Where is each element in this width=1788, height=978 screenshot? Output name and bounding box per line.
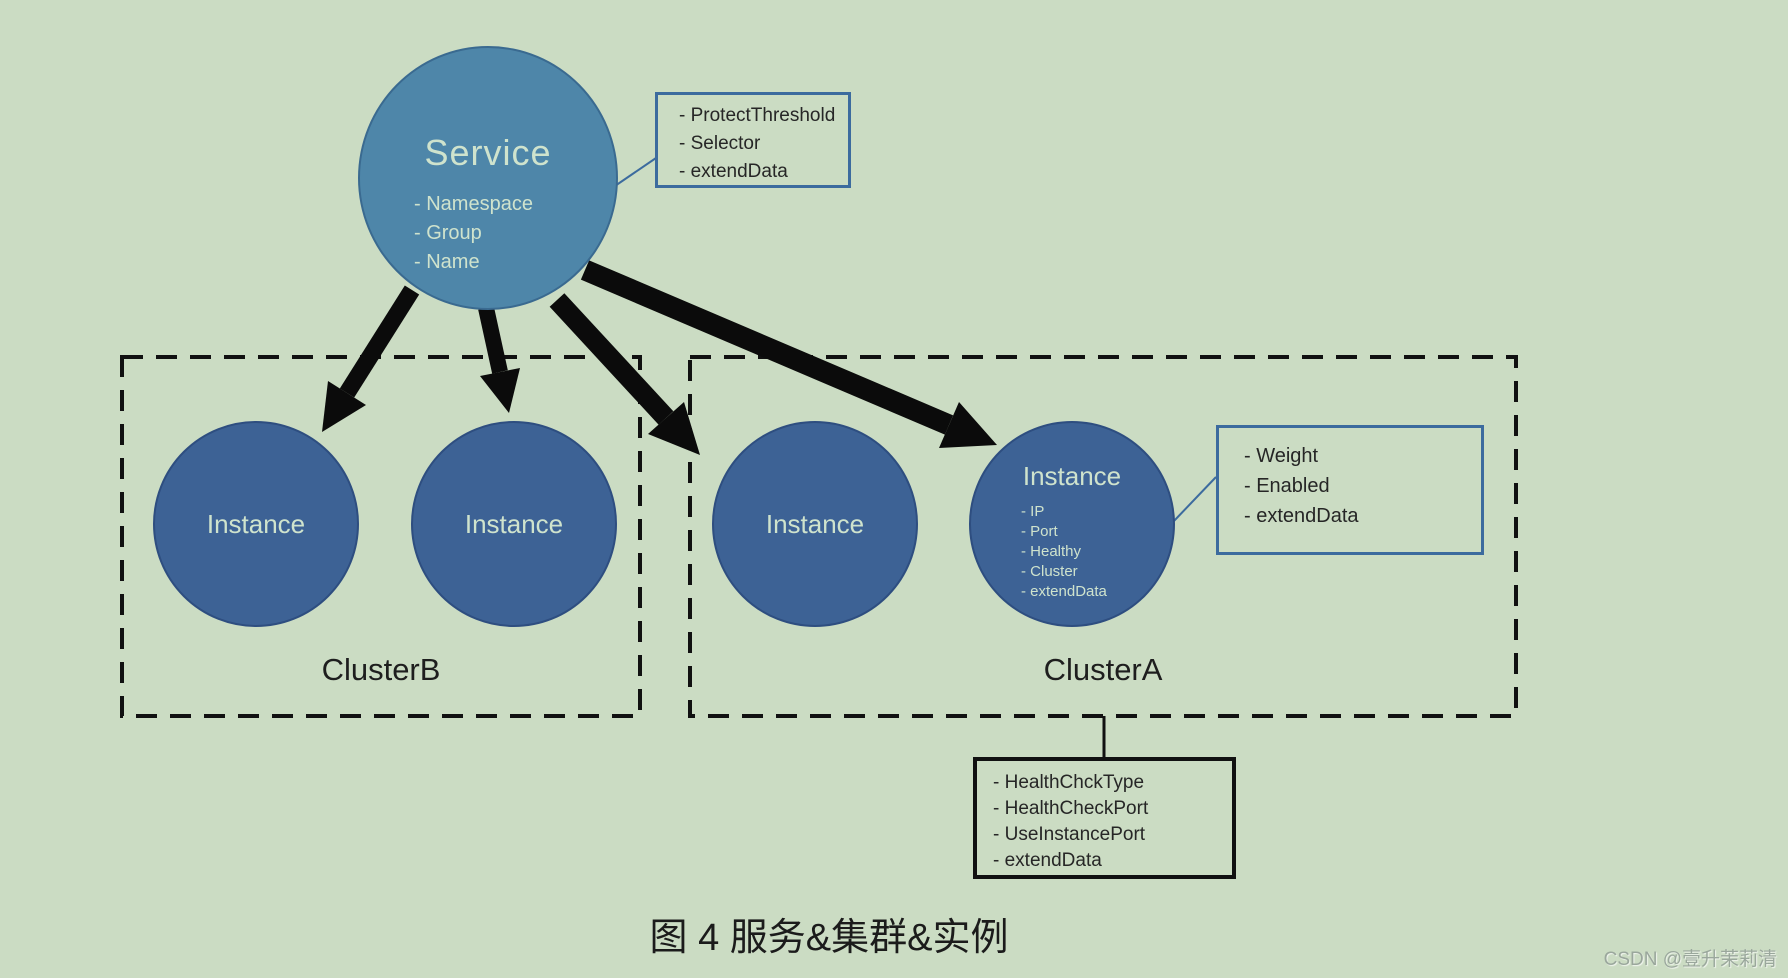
instance-callout-item: - Weight: [1244, 445, 1319, 467]
figure-caption: 图 4 服务&集群&实例: [649, 917, 1009, 959]
service-title: Service: [424, 132, 552, 173]
instance-label: Instance: [206, 508, 306, 539]
service-callout-connector: [611, 157, 657, 189]
cluster-callout-item: - UseInstancePort: [993, 824, 1146, 845]
arrow-service-to-a2: [580, 260, 997, 448]
cluster-callout-item: - HealthCheckPort: [993, 798, 1149, 819]
service-attr-name: - Name: [414, 251, 480, 273]
service-callout-item: - ProtectThreshold: [679, 105, 836, 126]
service-callout-item: - Selector: [679, 133, 761, 154]
instance-callout-connector: [1172, 476, 1217, 523]
cluster-callout-item: - HealthChckType: [993, 772, 1145, 793]
instance-attributes: - IP - Port - Healthy - Cluster - extend…: [1021, 502, 1173, 602]
cluster-b-label: ClusterB: [321, 652, 441, 687]
arrow-service-to-a1: [549, 293, 700, 455]
cluster-b-instance-1: Instance: [153, 421, 359, 627]
instance-attr-cluster: - Cluster: [1021, 563, 1078, 580]
instance-attr-ip: - IP: [1021, 503, 1045, 520]
cluster-callout-item: - extendData: [993, 850, 1102, 871]
instance-attr-port: - Port: [1021, 523, 1058, 540]
watermark: CSDN @壹升茉莉清: [1603, 949, 1777, 970]
arrow-service-to-b1: [322, 285, 420, 432]
service-callout-box: - ProtectThreshold - Selector - extendDa…: [655, 92, 851, 188]
instance-label: Instance: [765, 508, 865, 539]
cluster-a-label: ClusterA: [1043, 652, 1163, 687]
arrow-service-to-b2: [478, 306, 520, 413]
instance-label: Instance: [464, 508, 564, 539]
service-attr-namespace: - Namespace: [414, 193, 533, 215]
instance-attr-extenddata: - extendData: [1021, 583, 1107, 600]
service-callout-item: - extendData: [679, 161, 788, 182]
instance-callout-box: - Weight - Enabled - extendData: [1216, 425, 1484, 555]
service-node: Service - Namespace - Group - Name: [358, 46, 618, 310]
instance-callout-item: - Enabled: [1244, 475, 1330, 497]
instance-callout-item: - extendData: [1244, 505, 1359, 527]
service-attributes: - Namespace - Group - Name: [414, 190, 616, 277]
cluster-b-instance-2: Instance: [411, 421, 617, 627]
cluster-a-instance-1: Instance: [712, 421, 918, 627]
service-attr-group: - Group: [414, 222, 482, 244]
instance-label: Instance: [1022, 461, 1122, 491]
instance-attr-healthy: - Healthy: [1021, 543, 1082, 560]
cluster-callout-box: - HealthChckType - HealthCheckPort - Use…: [973, 757, 1236, 879]
cluster-a-instance-2: Instance - IP - Port - Healthy - Cluster…: [969, 421, 1175, 627]
